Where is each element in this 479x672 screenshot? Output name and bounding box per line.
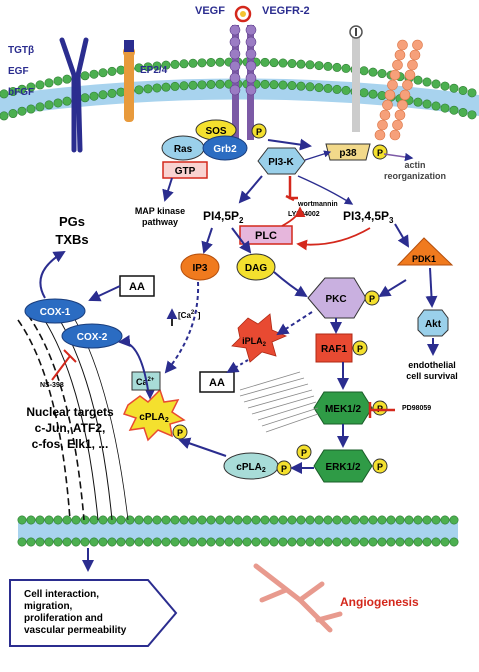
svg-text:IP3: IP3 — [192, 263, 207, 274]
svg-text:Cell interaction,migration,pro: Cell interaction,migration,proliferation… — [24, 589, 127, 636]
label-ep24: EP2/4 — [140, 65, 168, 76]
svg-text:P: P — [369, 294, 375, 304]
svg-text:SOS: SOS — [205, 126, 226, 137]
ly-label: LY294002 — [288, 211, 320, 218]
pdk1-node: PDK1 — [396, 237, 454, 266]
svg-text:cPLA2: cPLA2 — [236, 462, 266, 474]
dag-node: DAG — [236, 253, 276, 281]
p38-node: p38 P — [325, 143, 388, 161]
raf1-node: RAF1 P — [315, 333, 368, 363]
svg-text:P: P — [301, 448, 307, 458]
ras-node: Ras — [161, 135, 205, 161]
label-tgfb: TGTβ — [8, 45, 34, 56]
ip3-node: IP3 — [180, 253, 220, 281]
svg-text:PLC: PLC — [255, 230, 277, 242]
bottom-membrane — [17, 515, 459, 547]
mek12-node: MEK1/2 P — [313, 391, 388, 425]
svg-text:MEK1/2: MEK1/2 — [325, 404, 362, 415]
svg-text:COX-2: COX-2 — [77, 332, 108, 343]
pi345p3-label: PI3,4,5P3 — [343, 209, 394, 225]
ipla2-node: iPLA2 — [231, 313, 288, 363]
er-membranes — [239, 371, 319, 433]
pkc-node: PKC P — [307, 277, 380, 319]
akt-node: Akt — [417, 309, 449, 337]
erk12-node: ERK1/2 P P — [296, 444, 388, 483]
svg-text:AA: AA — [209, 377, 225, 389]
svg-text:Ras: Ras — [174, 144, 193, 155]
svg-text:AA: AA — [129, 281, 145, 293]
ns398-inhibition — [51, 349, 77, 381]
outcome-box: Cell interaction,migration,proliferation… — [9, 579, 178, 647]
phospho-receptor: P — [251, 123, 267, 139]
svg-text:DAG: DAG — [245, 263, 267, 274]
plc-node: PLC — [239, 225, 293, 245]
svg-text:Akt: Akt — [425, 319, 442, 330]
aa-box-top: AA — [119, 275, 155, 297]
gtp-node: GTP — [162, 161, 208, 179]
pi3k-node: PI3-K — [257, 147, 306, 175]
label-vegfr2: VEGFR-2 — [262, 5, 310, 17]
tgf-receptor — [59, 37, 89, 153]
label-vegf: VEGF — [195, 5, 225, 17]
label-bfgf: bFGF — [8, 87, 34, 98]
label-egf: EGF — [8, 66, 29, 77]
calcium-level: [Ca2+] — [178, 310, 201, 320]
angiogenesis-label: Angiogenesis — [340, 595, 419, 609]
pd98059-label: PD98059 — [402, 405, 431, 412]
svg-text:P: P — [177, 428, 183, 438]
vegfr2-receptor — [229, 5, 257, 140]
wortmannin-label: wortmannin — [297, 201, 338, 208]
ns398-label: NS-398 — [40, 382, 64, 389]
aa-box-mid: AA — [199, 371, 235, 393]
svg-text:P: P — [377, 462, 383, 472]
svg-text:P: P — [357, 344, 363, 354]
grb2-node: Grb2 — [202, 135, 248, 161]
svg-text:p38: p38 — [339, 148, 357, 159]
pathway-arrows — [39, 138, 439, 572]
svg-text:P: P — [256, 127, 262, 137]
ep24-receptor — [123, 40, 135, 122]
cpla2-active-node: cPLA2 P — [122, 388, 188, 442]
svg-text:RAF1: RAF1 — [321, 344, 348, 355]
svg-text:PI3-K: PI3-K — [268, 157, 294, 168]
svg-text:Grb2: Grb2 — [213, 144, 237, 155]
orange-receptor — [374, 39, 423, 141]
svg-text:cPLA2: cPLA2 — [139, 412, 169, 424]
cox2-node: COX-2 — [61, 323, 123, 349]
cox1-node: COX-1 — [24, 298, 86, 324]
cpla2-cytosol-node: cPLA2 P — [223, 452, 292, 480]
svg-text:PDK1: PDK1 — [412, 254, 436, 264]
svg-text:iPLA2: iPLA2 — [242, 336, 267, 348]
integrin-receptor — [349, 25, 363, 132]
txbs-label: TXBs — [55, 232, 88, 247]
svg-text:COX-1: COX-1 — [40, 307, 71, 318]
inhibitor-arrows — [281, 176, 395, 418]
svg-text:GTP: GTP — [175, 166, 196, 177]
pgs-label: PGs — [59, 214, 85, 229]
svg-text:Ca2+: Ca2+ — [136, 377, 155, 387]
svg-text:P: P — [281, 464, 287, 474]
svg-text:PKC: PKC — [325, 294, 346, 305]
svg-text:P: P — [377, 148, 383, 158]
pi45p2-label: PI4,5P2 — [203, 209, 244, 225]
vessel-sprout — [253, 563, 343, 633]
svg-text:ERK1/2: ERK1/2 — [325, 462, 360, 473]
